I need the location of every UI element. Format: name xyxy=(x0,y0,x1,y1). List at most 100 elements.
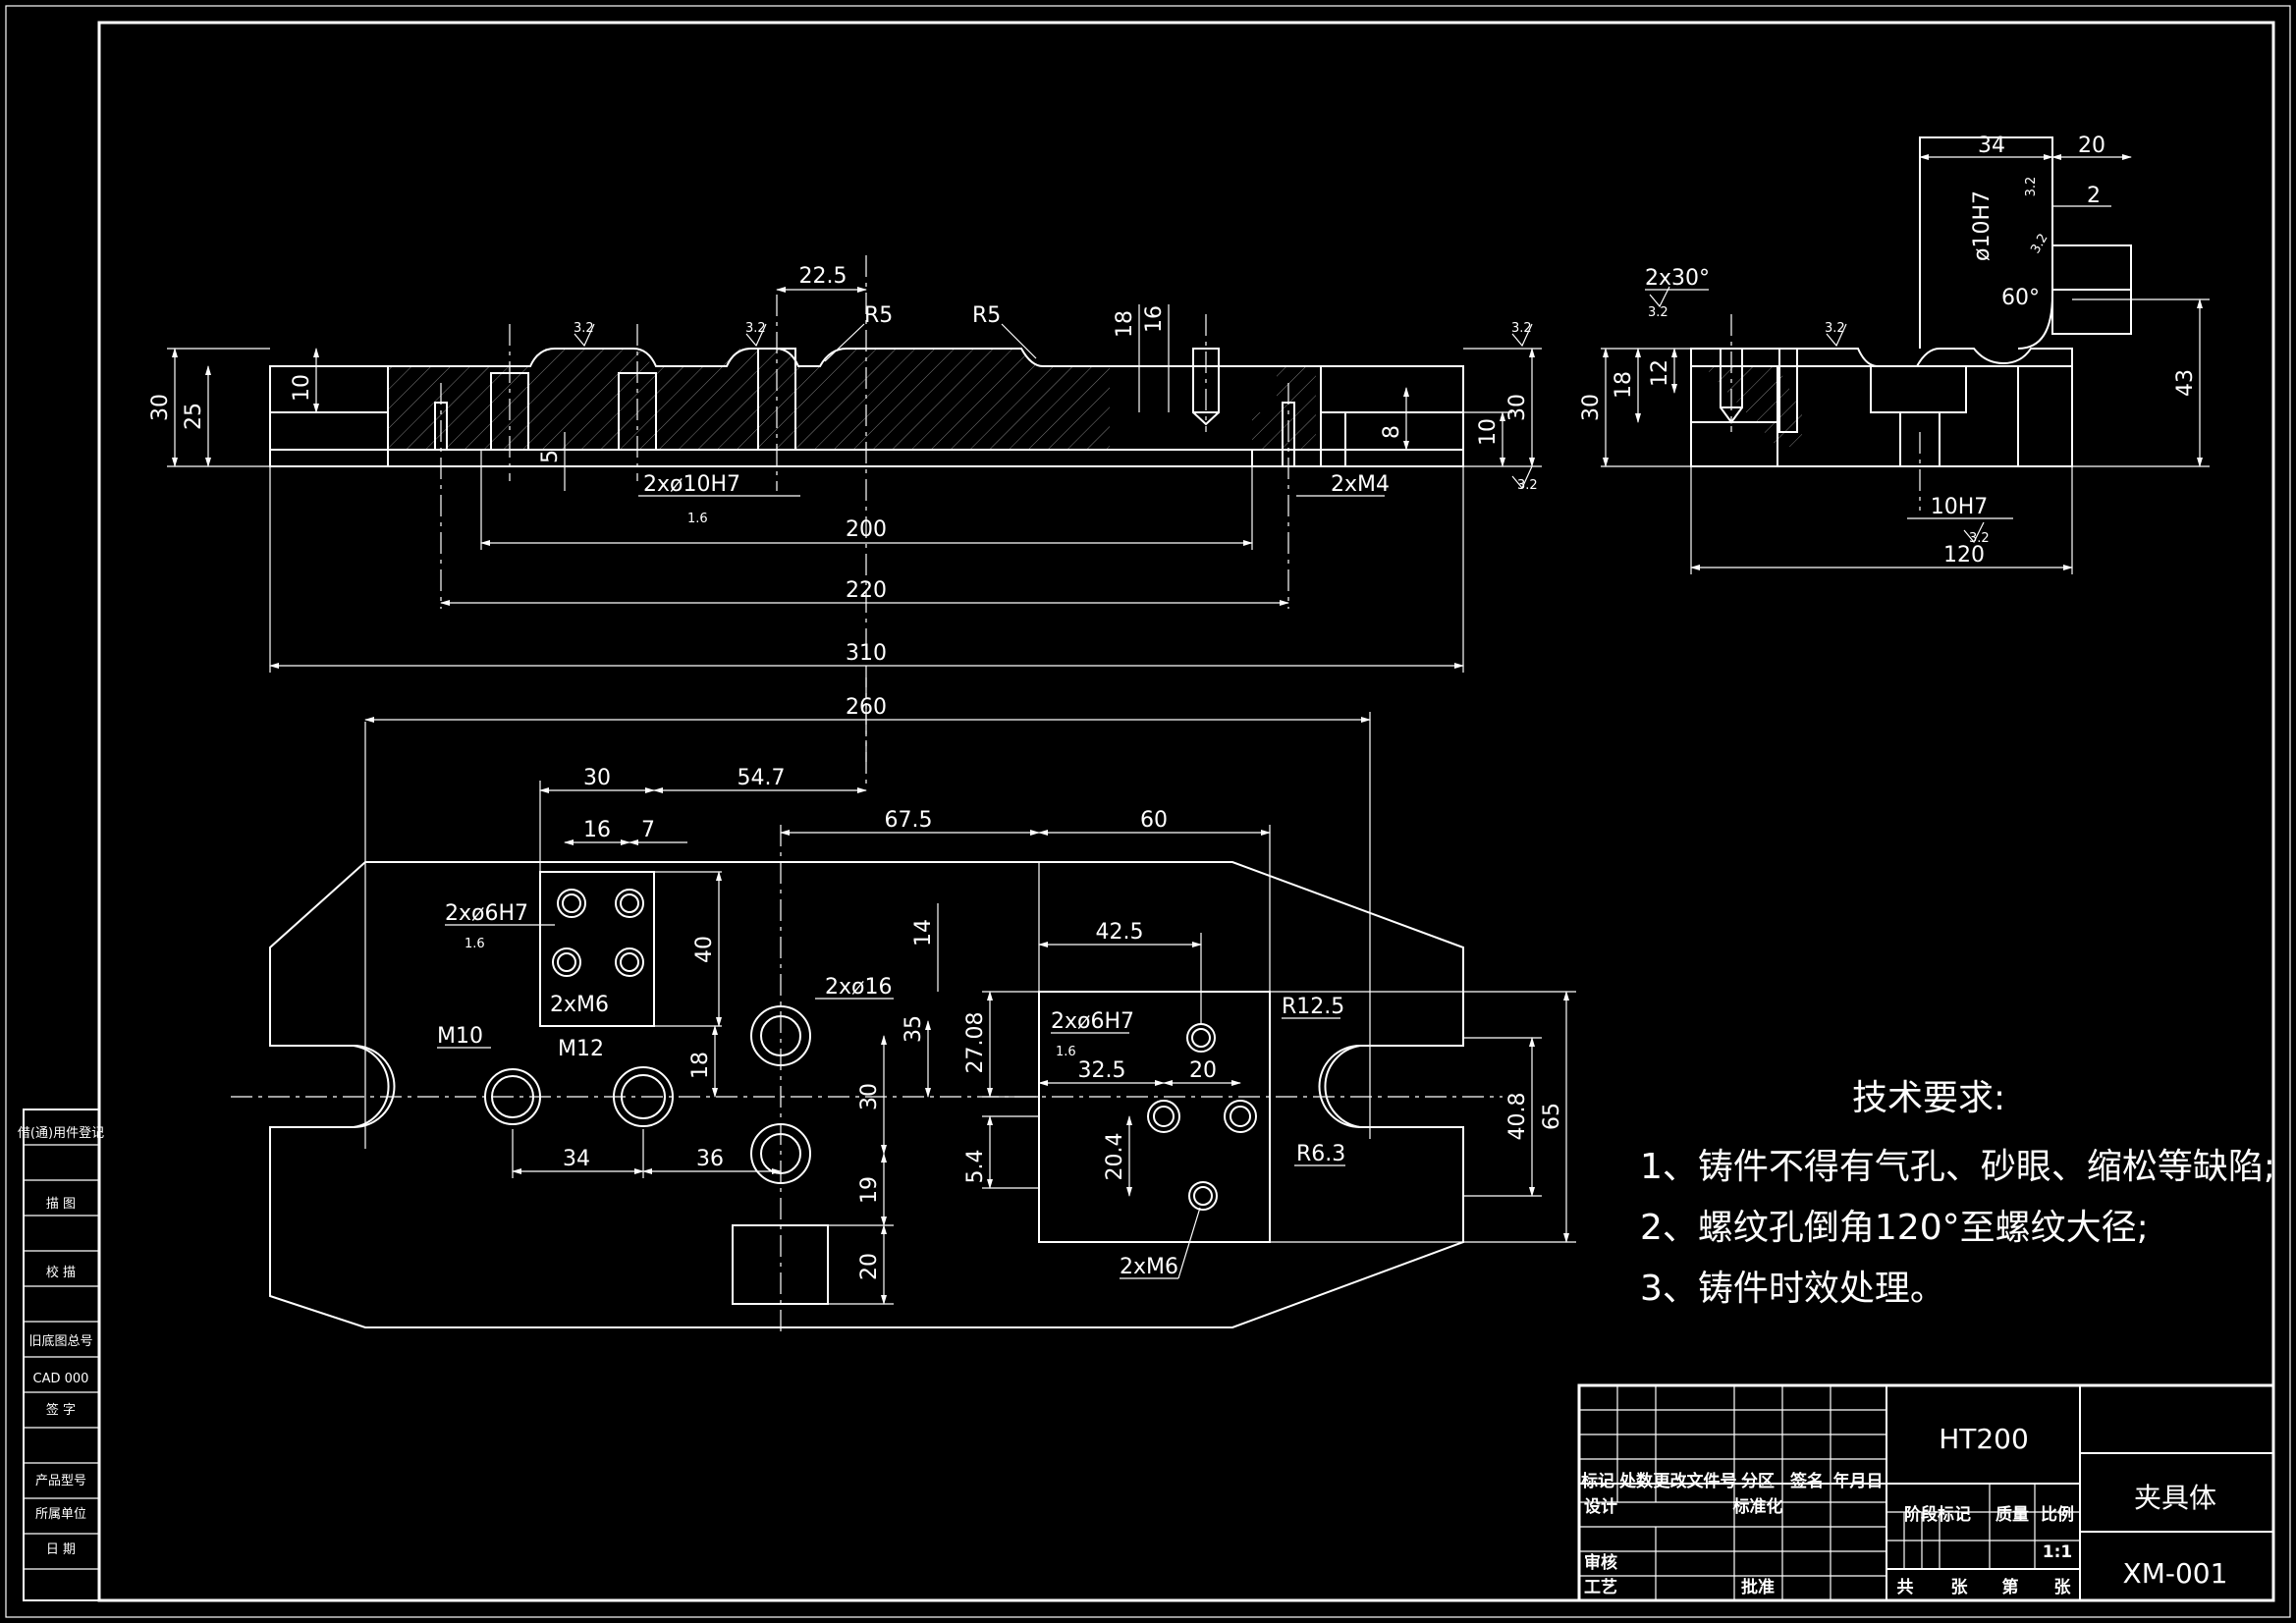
tb-part-name: 夹具体 xyxy=(2134,1482,2216,1514)
dim-42-5: 42.5 xyxy=(1096,920,1144,945)
tb-header-3: 分区 xyxy=(1741,1472,1775,1491)
dim-34: 34 xyxy=(1978,134,2005,158)
requirement-3: 3、铸件时效处理。 xyxy=(1640,1269,1945,1309)
tb-sheet-unit: 张 xyxy=(1951,1578,1969,1597)
dim-200: 200 xyxy=(846,517,887,542)
dim-40-top: 40 xyxy=(692,936,717,963)
rough-side-e: 3.2 xyxy=(2028,232,2050,256)
top-view: 260 30 54.7 16 7 67.5 60 2xø6H7 1.6 40 1… xyxy=(231,677,1576,1335)
dim-5-4: 5.4 xyxy=(963,1150,988,1184)
dim-r5-a: R5 xyxy=(864,303,893,328)
dim-27-08: 27.08 xyxy=(963,1012,988,1074)
dim-2x10h7: 2xø10H7 xyxy=(643,472,740,497)
rough-front-b: 3.2 xyxy=(745,321,766,336)
rough-front-a: 3.2 xyxy=(574,321,594,336)
tb-header-2: 更改文件号 xyxy=(1654,1471,1737,1491)
dim-30-right: 30 xyxy=(1505,394,1530,421)
dim-12: 12 xyxy=(1648,359,1672,387)
tb-header-4: 签名 xyxy=(1789,1471,1824,1491)
tb-material: HT200 xyxy=(1939,1423,2029,1455)
dim-2xm6-left: 2xM6 xyxy=(550,993,609,1017)
tb-design: 设计 xyxy=(1584,1496,1617,1517)
dim-65: 65 xyxy=(1540,1103,1564,1130)
dim-10-left: 10 xyxy=(290,374,314,402)
dim-2: 2 xyxy=(2087,184,2101,208)
outer-frame xyxy=(5,5,2291,1618)
rough-side-a: 3.2 xyxy=(1648,305,1668,320)
tb-header-1: 处数 xyxy=(1618,1471,1654,1491)
dim-2x6h7-right: 2xø6H7 xyxy=(1051,1009,1134,1034)
front-view: 310 220 200 22.5 R5 R5 30 25 10 5 2xø10H… xyxy=(148,255,1542,766)
inner-frame xyxy=(97,21,2275,1602)
dim-20-pocket: 20 xyxy=(857,1253,882,1280)
dim-2x6h7-left: 2xø6H7 xyxy=(445,901,528,926)
dim-10h7-side: 10H7 xyxy=(1931,495,1989,519)
tb-drawing-no: XM-001 xyxy=(2123,1557,2228,1590)
dim-20-4: 20.4 xyxy=(1103,1133,1127,1181)
boss-block-left xyxy=(539,871,655,1027)
dim-10-right: 10 xyxy=(1476,418,1501,446)
rough-1-6-front: 1.6 xyxy=(687,512,708,526)
tb-ratio: 比例 xyxy=(2041,1504,2074,1525)
tb-review: 审核 xyxy=(1584,1552,1617,1573)
strip-label-0: 借(通)用件登记 xyxy=(18,1126,104,1141)
dim-r6-3: R6.3 xyxy=(1296,1142,1345,1166)
strip-label-6: 产品型号 xyxy=(35,1474,86,1488)
strip-label-5: 签 字 xyxy=(46,1402,76,1418)
requirement-2: 2、螺纹孔倒角120°至螺纹大径; xyxy=(1640,1208,2149,1248)
dim-260: 260 xyxy=(846,695,887,720)
dim-r12-5: R12.5 xyxy=(1282,995,1344,1019)
dim-54-7: 54.7 xyxy=(738,766,786,790)
title-block: 标记 处数 更改文件号 分区 签名 年月日 设计 标准化 审核 工艺 批准 HT… xyxy=(1577,1383,2275,1602)
dim-16: 16 xyxy=(1142,305,1167,333)
dim-32-5: 32.5 xyxy=(1078,1058,1126,1083)
tb-scale: 1:1 xyxy=(2043,1542,2072,1562)
tb-sheet-unit2: 张 xyxy=(2054,1578,2072,1597)
tb-sheets-total: 共 xyxy=(1897,1578,1914,1597)
dim-2x16: 2xø16 xyxy=(825,975,892,1000)
dim-40-8: 40.8 xyxy=(1505,1093,1530,1141)
dim-36: 36 xyxy=(696,1147,724,1171)
dim-18-top: 18 xyxy=(688,1052,713,1079)
dim-m10: M10 xyxy=(437,1024,483,1049)
dim-35: 35 xyxy=(902,1015,926,1043)
dim-20-side: 20 xyxy=(2078,134,2105,158)
tb-process: 工艺 xyxy=(1584,1577,1617,1597)
dim-m12: M12 xyxy=(558,1037,604,1061)
dim-60deg: 60° xyxy=(2001,286,2040,310)
dim-r5-b: R5 xyxy=(972,303,1001,328)
dim-30-left: 30 xyxy=(148,394,173,421)
dim-43: 43 xyxy=(2173,369,2198,397)
dim-310: 310 xyxy=(846,641,887,666)
dim-7: 7 xyxy=(641,818,655,842)
rough-front-d: 3.2 xyxy=(1517,478,1538,493)
dim-2xm6-right: 2xM6 xyxy=(1120,1255,1178,1279)
dim-30-mid: 30 xyxy=(857,1083,882,1110)
dim-14: 14 xyxy=(911,919,936,947)
dim-16-top: 16 xyxy=(583,818,611,842)
tb-header-5: 年月日 xyxy=(1833,1471,1884,1491)
requirement-1: 1、铸件不得有气孔、砂眼、缩松等缺陷; xyxy=(1640,1147,2275,1187)
side-strip: 借(通)用件登记 描 图 校 描 旧底图总号 CAD 000 签 字 产品型号 … xyxy=(18,1109,104,1601)
tb-header-0: 标记 xyxy=(1581,1471,1614,1491)
dim-2x30deg: 2x30° xyxy=(1645,266,1710,291)
dim-2xm4: 2xM4 xyxy=(1331,472,1390,497)
dim-22-5: 22.5 xyxy=(799,264,847,289)
dim-20-right: 20 xyxy=(1189,1058,1217,1083)
dim-220: 220 xyxy=(846,578,887,603)
rough-top-b: 1.6 xyxy=(1056,1045,1076,1059)
dim-18-side: 18 xyxy=(1612,371,1636,399)
dim-19: 19 xyxy=(857,1176,882,1204)
dim-60-top: 60 xyxy=(1140,808,1168,833)
strip-label-3: 旧底图总号 xyxy=(28,1333,92,1349)
dim-5: 5 xyxy=(538,450,563,463)
dim-25: 25 xyxy=(182,403,206,430)
dim-120: 120 xyxy=(1943,543,1985,568)
rough-side-c: 3.2 xyxy=(1969,531,1990,546)
rough-side-d: 3.2 xyxy=(2024,177,2039,197)
requirements-title: 技术要求: xyxy=(1852,1078,2005,1118)
rough-front-c: 3.2 xyxy=(1511,321,1532,336)
dim-67-5: 67.5 xyxy=(885,808,933,833)
strip-label-7: 所属单位 xyxy=(35,1507,86,1522)
